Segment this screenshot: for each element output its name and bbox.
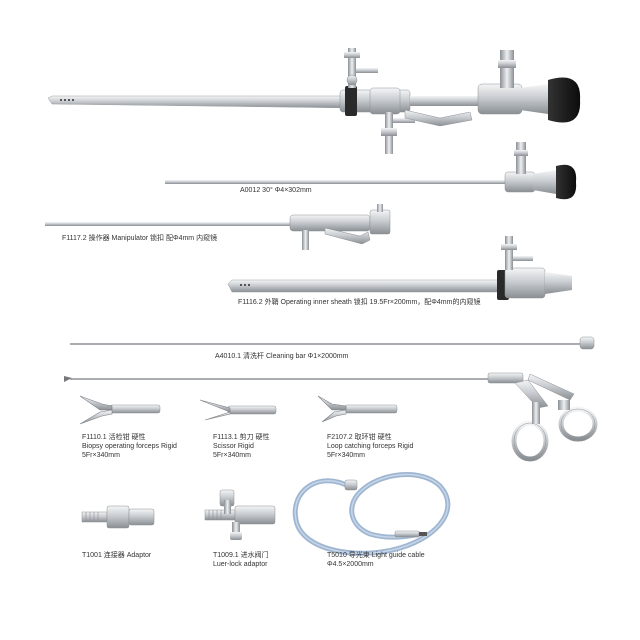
label-manipulator: F1117.2 操作器 Manipulator 锁扣 配Φ4mm 内窥镜 — [62, 235, 218, 242]
assembled-hysteroscope — [47, 48, 581, 154]
telescope — [165, 142, 577, 200]
label-line: Biopsy operating forceps Rigid — [82, 443, 177, 450]
label-scissor: F1113.1 剪刀 硬性 Scissor Rigid 5Fr×340mm — [213, 433, 270, 460]
biopsy-forceps-tip — [79, 395, 161, 425]
cleaning-bar — [70, 336, 595, 350]
label-line: Scissor Rigid — [213, 443, 254, 450]
label-line: F2107.2 取环钳 硬性 — [327, 434, 392, 441]
luer-lock-adaptor — [204, 489, 276, 540]
label-line: Φ4.5×2000mm — [327, 561, 374, 568]
label-adaptor: T1001 连接器 Adaptor — [82, 552, 152, 559]
scissor-tip — [199, 399, 277, 421]
label-luer-lock: T1009.1 进水阀门 Luer-lock adaptor — [213, 551, 269, 569]
label-light-cable: T5010 导光束 Light guide cable Φ4.5×2000mm — [327, 551, 425, 569]
light-guide-cable — [292, 472, 451, 556]
adaptor — [81, 505, 155, 529]
loop-forceps-tip — [317, 395, 398, 423]
label-line: 5Fr×340mm — [327, 452, 365, 459]
label-telescope: A0012 30° Φ4×302mm — [240, 187, 312, 194]
label-line: F1113.1 剪刀 硬性 — [213, 434, 270, 441]
label-cleaning-bar: A4010.1 清洗杆 Cleaning bar Φ1×2000mm — [215, 353, 349, 360]
label-sheath: F1116.2 外鞘 Operating inner sheath 锁扣 19.… — [238, 299, 481, 306]
label-line: T1009.1 进水阀门 — [213, 552, 269, 559]
forceps-with-handle — [64, 372, 598, 462]
outer-sheath — [227, 236, 572, 300]
label-line: 5Fr×340mm — [82, 452, 120, 459]
label-loop-forceps: F2107.2 取环钳 硬性 Loop catching forceps Rig… — [327, 433, 413, 460]
manipulator — [45, 204, 391, 250]
label-line: T5010 导光束 Light guide cable — [327, 552, 425, 559]
label-biopsy-forceps: F1110.1 活检钳 硬性 Biopsy operating forceps … — [82, 433, 177, 460]
label-line: Loop catching forceps Rigid — [327, 443, 414, 450]
label-line: Luer-lock adaptor — [213, 561, 268, 568]
label-line: F1110.1 活检钳 硬性 — [82, 434, 146, 441]
label-line: 5Fr×340mm — [213, 452, 251, 459]
